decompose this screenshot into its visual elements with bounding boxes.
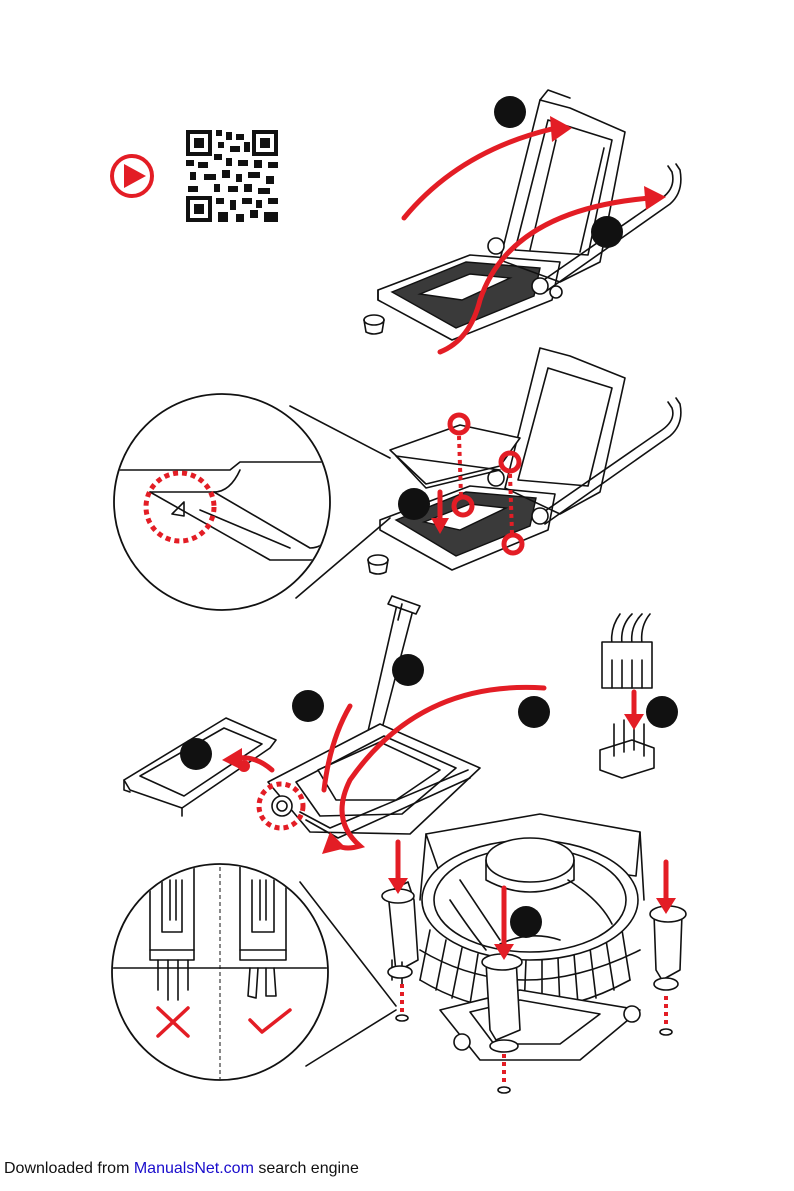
step-badge-4 bbox=[392, 654, 424, 686]
step-badge-6 bbox=[518, 696, 550, 728]
download-source-footer: Downloaded from ManualsNet.com search en… bbox=[4, 1160, 359, 1178]
cpu-socket-with-processor bbox=[368, 348, 681, 574]
step-badge-7 bbox=[180, 738, 212, 770]
qr-code-icon[interactable] bbox=[186, 130, 278, 222]
step-badge-8 bbox=[646, 696, 678, 728]
play-button-icon[interactable] bbox=[112, 156, 152, 196]
footer-prefix: Downloaded from bbox=[4, 1160, 134, 1177]
step-badge-3 bbox=[398, 488, 430, 520]
step-badge-9 bbox=[510, 906, 542, 938]
cpu-cooler bbox=[382, 814, 686, 1060]
footer-suffix: search engine bbox=[254, 1160, 359, 1177]
footer-site-link[interactable]: ManualsNet.com bbox=[134, 1160, 254, 1177]
cpu-fan-connector bbox=[600, 614, 678, 778]
step-badge-2 bbox=[591, 216, 623, 248]
step-badge-5 bbox=[292, 690, 324, 722]
zoom-push-pin-check bbox=[100, 860, 396, 1090]
step-badge-1 bbox=[494, 96, 526, 128]
zoom-cpu-alignment-triangle bbox=[114, 394, 390, 610]
socket-closed-with-cpu bbox=[268, 724, 480, 838]
cpu-socket-open bbox=[364, 90, 681, 340]
